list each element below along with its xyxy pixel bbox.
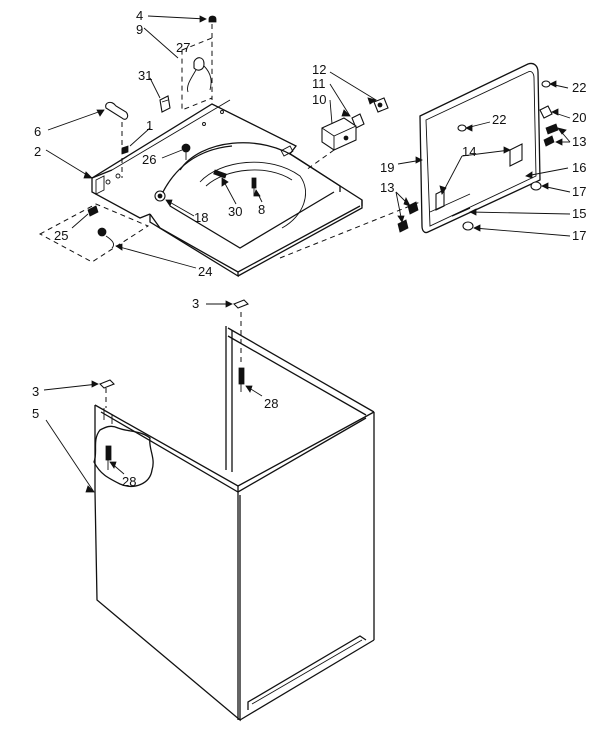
label-9: 9 (136, 22, 143, 37)
alignment-line (279, 201, 421, 259)
label-13-right: 13 (572, 134, 586, 149)
kit-24-box (38, 203, 150, 263)
screw-28-cutaway (105, 445, 112, 470)
bracket-27 (181, 37, 213, 111)
label-6: 6 (34, 124, 41, 139)
label-12: 12 (312, 62, 326, 77)
bumper-22-b (457, 124, 467, 132)
washer-25 (87, 205, 115, 249)
label-14: 14 (462, 144, 476, 159)
label-31: 31 (138, 68, 152, 83)
label-16: 16 (572, 160, 586, 175)
hinge-6 (105, 101, 129, 178)
label-17-top: 17 (572, 184, 586, 199)
switch-bracket-10 (321, 117, 357, 151)
part-labels: 4 9 27 31 6 1 2 26 12 11 10 22 22 20 13 … (32, 8, 586, 489)
bumper-18 (154, 190, 166, 202)
label-15: 15 (572, 206, 586, 221)
bumper-17-a (530, 181, 542, 191)
label-19: 19 (380, 160, 394, 175)
screw-13-left (397, 201, 419, 233)
label-10: 10 (312, 92, 326, 107)
label-5: 5 (32, 406, 39, 421)
bumper-17-b (462, 221, 474, 231)
label-18: 18 (194, 210, 208, 225)
label-22-mid: 22 (492, 112, 506, 127)
switch-12 (373, 97, 389, 113)
label-28-back: 28 (264, 396, 278, 411)
clip-3-front (99, 379, 115, 408)
label-3-back: 3 (192, 296, 199, 311)
clip-3-back (233, 299, 249, 309)
label-1: 1 (146, 118, 153, 133)
label-25: 25 (54, 228, 68, 243)
screw-8 (251, 177, 257, 196)
label-8: 8 (258, 202, 265, 217)
label-4: 4 (136, 8, 143, 23)
screw-1 (121, 145, 129, 155)
screw-30 (213, 169, 227, 179)
label-17-bottom: 17 (572, 228, 586, 243)
rod-15 (451, 207, 471, 217)
washer-top (91, 99, 363, 278)
label-20: 20 (572, 110, 586, 125)
arrowheads (83, 15, 567, 493)
label-28-front: 28 (122, 474, 136, 489)
clip-31 (159, 95, 171, 113)
label-2: 2 (34, 144, 41, 159)
label-27: 27 (176, 40, 190, 55)
label-22-top: 22 (572, 80, 586, 95)
label-13-left: 13 (380, 180, 394, 195)
screw-13-lid (543, 123, 559, 147)
bumper-22-a (541, 80, 551, 88)
label-11: 11 (312, 76, 326, 91)
lid (419, 62, 541, 234)
cabinet (93, 326, 375, 722)
label-26: 26 (142, 152, 156, 167)
screw-28-back (238, 312, 245, 392)
leader-lines (43, 15, 571, 493)
label-24: 24 (198, 264, 212, 279)
hinge-20 (539, 105, 553, 119)
label-30: 30 (228, 204, 242, 219)
grommet-26 (181, 143, 191, 160)
label-3-front: 3 (32, 384, 39, 399)
